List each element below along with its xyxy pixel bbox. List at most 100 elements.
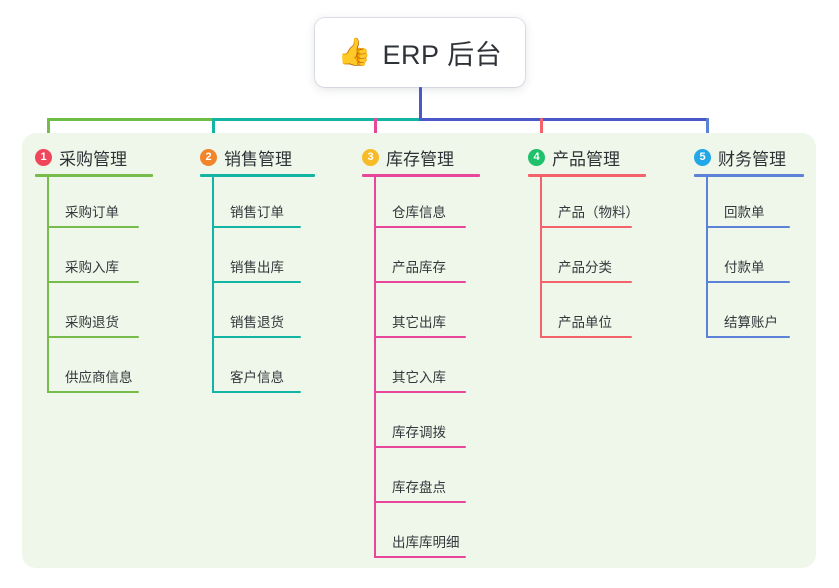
menu-item-underline — [374, 336, 466, 338]
menu-item[interactable]: 其它出库 — [374, 305, 466, 338]
menu-item-label: 销售出库 — [230, 260, 284, 275]
column-header-财务管理[interactable]: 5 财务管理 — [694, 145, 786, 170]
menu-item-underline — [706, 336, 790, 338]
menu-item[interactable]: 库存调拨 — [374, 415, 466, 448]
menu-item-underline — [47, 336, 139, 338]
column-title: 销售管理 — [224, 150, 292, 169]
menu-item[interactable]: 付款单 — [706, 250, 790, 283]
column-title: 采购管理 — [59, 150, 127, 169]
menu-item[interactable]: 销售订单 — [212, 195, 301, 228]
menu-item-label: 产品（物料） — [558, 205, 639, 220]
menu-item-label: 出库库明细 — [392, 535, 460, 550]
page-title: ERP 后台 — [382, 40, 503, 70]
menu-item-label: 结算账户 — [724, 315, 778, 330]
drop-line-财务管理 — [706, 118, 709, 145]
menu-item[interactable]: 库存盘点 — [374, 470, 466, 503]
drop-line-库存管理 — [374, 118, 377, 145]
menu-item[interactable]: 客户信息 — [212, 360, 301, 393]
column-title: 财务管理 — [718, 150, 786, 169]
column-number-badge: 2 — [200, 149, 217, 166]
menu-item-label: 采购入库 — [65, 260, 119, 275]
column-title: 库存管理 — [386, 150, 454, 169]
menu-item-label: 产品分类 — [558, 260, 612, 275]
menu-item-underline — [540, 336, 632, 338]
menu-item[interactable]: 产品分类 — [540, 250, 632, 283]
menu-item-underline — [374, 501, 466, 503]
menu-item-label: 客户信息 — [230, 370, 284, 385]
menu-item-underline — [212, 391, 301, 393]
menu-item-label: 采购订单 — [65, 205, 119, 220]
menu-item-underline — [540, 281, 632, 283]
column-underline — [35, 174, 153, 177]
menu-item-underline — [706, 226, 790, 228]
column-underline — [694, 174, 804, 177]
menu-item-underline — [47, 226, 139, 228]
column-underline — [362, 174, 480, 177]
menu-item-underline — [374, 556, 466, 558]
menu-item-label: 库存盘点 — [392, 480, 446, 495]
column-underline — [200, 174, 315, 177]
menu-item-label: 采购退货 — [65, 315, 119, 330]
column-underline — [528, 174, 646, 177]
menu-item[interactable]: 采购入库 — [47, 250, 139, 283]
menu-item-underline — [212, 226, 301, 228]
column-spine — [47, 174, 49, 393]
menu-item-label: 产品库存 — [392, 260, 446, 275]
menu-item-label: 销售退货 — [230, 315, 284, 330]
column-number-badge: 3 — [362, 149, 379, 166]
menu-item[interactable]: 采购退货 — [47, 305, 139, 338]
column-number-badge: 1 — [35, 149, 52, 166]
menu-item[interactable]: 回款单 — [706, 195, 790, 228]
menu-item-underline — [374, 281, 466, 283]
menu-item-underline — [47, 391, 139, 393]
menu-item[interactable]: 仓库信息 — [374, 195, 466, 228]
column-title: 产品管理 — [552, 150, 620, 169]
menu-item[interactable]: 产品库存 — [374, 250, 466, 283]
menu-item[interactable]: 产品（物料） — [540, 195, 639, 228]
menu-item-underline — [540, 226, 632, 228]
column-number-badge: 4 — [528, 149, 545, 166]
bar-segment-blue — [419, 118, 709, 121]
bar-segment-teal — [212, 118, 422, 121]
column-number-badge: 5 — [694, 149, 711, 166]
menu-item-label: 供应商信息 — [65, 370, 133, 385]
drop-line-销售管理 — [212, 118, 215, 145]
menu-item-underline — [212, 281, 301, 283]
menu-item[interactable]: 出库库明细 — [374, 525, 466, 558]
drop-line-采购管理 — [47, 118, 50, 145]
menu-item[interactable]: 销售出库 — [212, 250, 301, 283]
drop-line-产品管理 — [540, 118, 543, 145]
menu-item-underline — [374, 391, 466, 393]
column-spine — [706, 174, 708, 338]
menu-item-underline — [212, 336, 301, 338]
column-spine — [212, 174, 214, 393]
menu-item-label: 库存调拨 — [392, 425, 446, 440]
menu-item-label: 销售订单 — [230, 205, 284, 220]
menu-item[interactable]: 结算账户 — [706, 305, 790, 338]
menu-item-label: 回款单 — [724, 205, 765, 220]
trunk-vertical-line — [419, 87, 422, 121]
column-header-库存管理[interactable]: 3 库存管理 — [362, 145, 454, 170]
menu-item-label: 仓库信息 — [392, 205, 446, 220]
menu-item-underline — [374, 446, 466, 448]
menu-item[interactable]: 销售退货 — [212, 305, 301, 338]
bar-segment-green — [47, 118, 215, 121]
root-node-card[interactable]: 👍 ERP 后台 — [315, 18, 525, 87]
column-header-销售管理[interactable]: 2 销售管理 — [200, 145, 292, 170]
menu-item-label: 其它入库 — [392, 370, 446, 385]
menu-item-underline — [47, 281, 139, 283]
column-header-采购管理[interactable]: 1 采购管理 — [35, 145, 127, 170]
menu-item[interactable]: 采购订单 — [47, 195, 139, 228]
column-spine — [540, 174, 542, 338]
column-header-产品管理[interactable]: 4 产品管理 — [528, 145, 620, 170]
thumbs-up-icon: 👍 — [337, 37, 372, 67]
menu-item-label: 其它出库 — [392, 315, 446, 330]
menu-item-underline — [374, 226, 466, 228]
branch-panel: 1 采购管理采购订单采购入库采购退货供应商信息 2 销售管理销售订单销售出库销售退货客… — [22, 133, 816, 568]
menu-item[interactable]: 供应商信息 — [47, 360, 139, 393]
menu-item[interactable]: 其它入库 — [374, 360, 466, 393]
menu-item[interactable]: 产品单位 — [540, 305, 632, 338]
menu-item-label: 付款单 — [724, 260, 765, 275]
menu-item-underline — [706, 281, 790, 283]
